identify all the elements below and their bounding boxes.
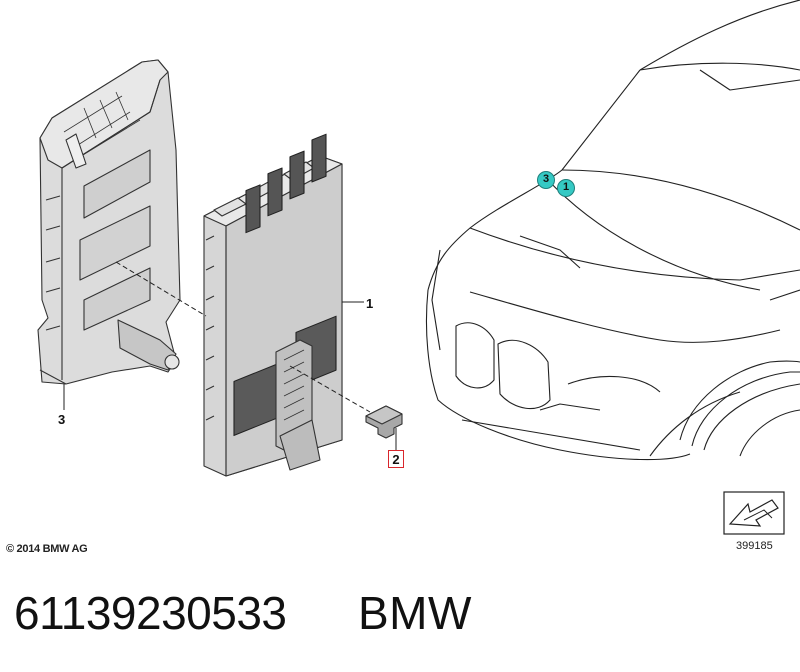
brand-name: BMW — [358, 587, 472, 639]
car-front-outline — [425, 0, 800, 461]
plug-in-fuse — [365, 405, 403, 439]
assembly-lines — [115, 261, 371, 413]
callout-2-highlighted-label[interactable]: 2 — [388, 450, 404, 468]
diagram-number: 399185 — [736, 540, 773, 552]
copyright-notice: © 2014 BMW AG — [6, 543, 88, 555]
location-badge-3: 3 — [537, 171, 555, 189]
part-number: 61139230533 — [14, 587, 287, 639]
mounting-bracket — [37, 59, 181, 385]
leader-lines — [63, 301, 397, 450]
arrow-pointer-icon — [723, 491, 785, 535]
callout-1-label: 1 — [366, 296, 374, 311]
callout-3-label: 3 — [58, 412, 66, 427]
location-badge-1: 1 — [557, 179, 575, 197]
body-control-module — [203, 133, 343, 477]
